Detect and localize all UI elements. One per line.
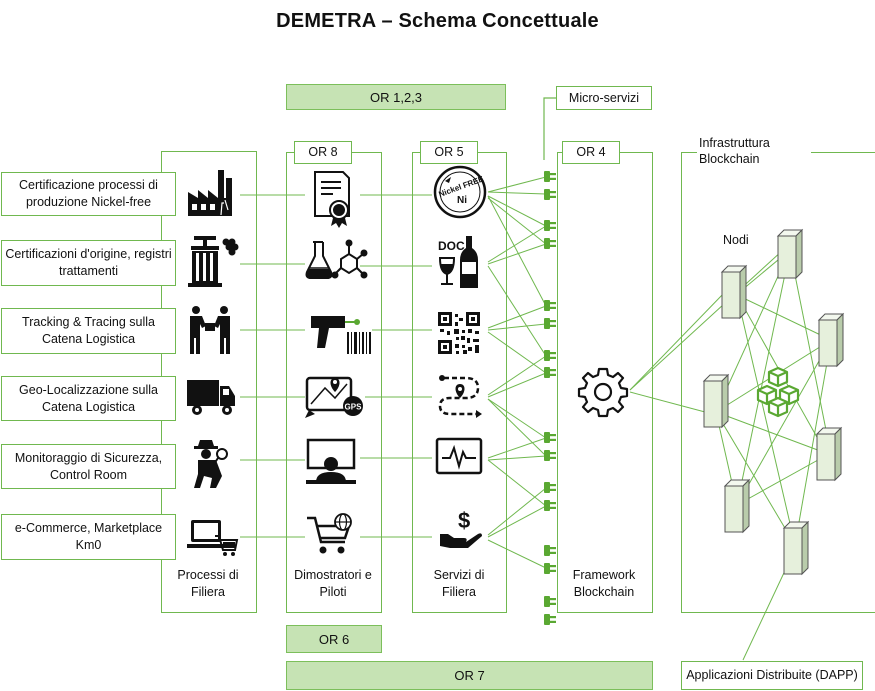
or-1-2-3-bar: OR 1,2,3 — [286, 84, 506, 110]
micro-servizi-label: Micro-servizi — [556, 86, 652, 110]
flask-molecule-icon — [305, 239, 368, 279]
node-icon — [723, 478, 751, 534]
plug-icon — [544, 500, 556, 511]
tab-or-4: OR 4 — [562, 141, 620, 164]
blockchain-cubes-icon — [756, 366, 800, 418]
plug-icon — [544, 482, 556, 493]
laptop-cart-icon — [187, 520, 239, 556]
plug-group — [544, 171, 556, 625]
infrastruttura-label: Infrastruttura Blockchain — [697, 134, 811, 169]
plug-icon — [544, 220, 556, 231]
plug-icon — [544, 238, 556, 249]
monitor-operator-icon — [306, 438, 356, 484]
plug-icon — [544, 318, 556, 329]
nodi-label: Nodi — [723, 233, 749, 247]
servizi-column — [412, 152, 507, 613]
plug-icon — [544, 350, 556, 361]
micro-servizi-pointer — [543, 97, 556, 160]
caption-framework: Framework Blockchain — [572, 568, 636, 599]
node-icon — [815, 426, 843, 482]
factory-icon — [188, 170, 232, 216]
plug-icon — [544, 614, 556, 625]
service-plug-links — [487, 176, 547, 569]
plug-icon — [544, 367, 556, 378]
label-geo-localizzazione: Geo-Localizzazione sulla Catena Logistic… — [1, 376, 176, 421]
plug-icon — [544, 596, 556, 607]
truck-icon — [187, 380, 235, 415]
qr-code-icon — [438, 312, 480, 354]
map-gps-icon: GPS — [305, 376, 363, 418]
handshake-icon — [190, 306, 230, 354]
row-links — [240, 194, 432, 538]
tab-or-5: OR 5 — [420, 141, 478, 164]
doc-text: DOC — [438, 239, 465, 253]
plug-icon — [544, 545, 556, 556]
detective-icon — [194, 440, 228, 488]
shopping-cart-globe-icon — [307, 513, 352, 554]
caption-servizi: Servizi di Filiera — [433, 568, 485, 599]
plug-icon — [544, 300, 556, 311]
node-icon — [720, 264, 748, 320]
plug-icon — [544, 432, 556, 443]
label-monitoraggio-sicurezza: Monitoraggio di Sicurezza, Control Room — [1, 444, 176, 489]
gps-text: GPS — [345, 403, 363, 412]
gear-icon — [577, 367, 629, 418]
money-hand-icon: $ — [440, 508, 482, 548]
plug-icon — [544, 171, 556, 182]
doc-wine-icon: DOC — [438, 236, 478, 288]
dapp-label: Applicazioni Distribuite (DAPP) — [681, 661, 863, 690]
tab-or-8: OR 8 — [294, 141, 352, 164]
or-6-bar: OR 6 — [286, 625, 382, 653]
label-e-commerce: e-Commerce, Marketplace Km0 — [1, 514, 176, 560]
node-icon — [782, 520, 810, 576]
plug-icon — [544, 189, 556, 200]
label-tracking-tracing: Tracking & Tracing sulla Catena Logistic… — [1, 308, 176, 354]
plug-icon — [544, 450, 556, 461]
node-icon — [776, 228, 804, 280]
dollar-glyph: $ — [458, 508, 470, 533]
node-icon — [817, 312, 845, 368]
page-title: DEMETRA – Schema Concettuale — [276, 10, 599, 32]
caption-dimostratori: Dimostratori e Piloti — [294, 568, 372, 599]
blockchain-nodes — [702, 228, 845, 576]
certificate-icon — [314, 171, 350, 228]
label-certificazioni-origine: Certificazioni d'origine, registri tratt… — [1, 240, 176, 286]
caption-processi: Processi di Filiera — [177, 568, 239, 599]
node-icon — [702, 373, 730, 429]
wine-press-icon — [188, 236, 239, 287]
plug-icon — [544, 563, 556, 574]
or-7-bar: OR 7 — [286, 661, 653, 690]
barcode-scanner-icon — [311, 316, 371, 354]
nickel-symbol-text: Ni — [457, 195, 467, 206]
route-icon — [438, 375, 482, 418]
label-certificazione-nickel: Certificazione processi di produzione Ni… — [1, 172, 176, 216]
nickel-free-icon: Nickel FREE Ni — [433, 165, 487, 219]
heartbeat-monitor-icon — [435, 437, 483, 475]
